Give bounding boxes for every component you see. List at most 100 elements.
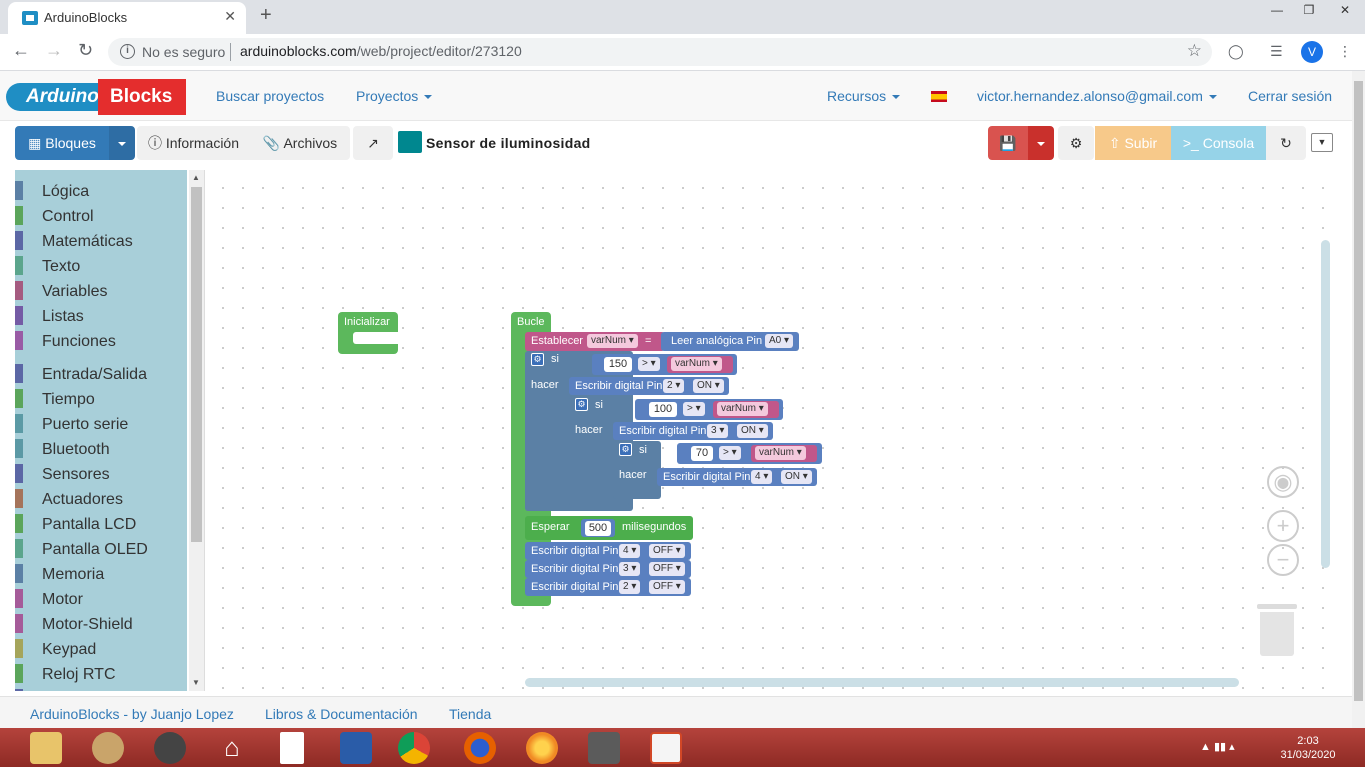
firefox-icon[interactable] [464,732,496,764]
media-controls-icon[interactable]: ☰ [1270,43,1283,59]
profile-avatar[interactable]: V [1301,41,1323,63]
set-variable-block[interactable]: Establecer varNum ▾ = [525,332,665,351]
analog-pin-dropdown[interactable]: A0 ▾ [765,334,794,348]
category-keypad[interactable]: Keypad [15,636,187,658]
categories-scrollbar[interactable]: ▲ ▼ [189,170,204,691]
if-block-3[interactable]: ⚙ si hacer [613,441,661,499]
category-puerto-serie[interactable]: Puerto serie [15,411,187,433]
variable-dropdown[interactable]: varNum ▾ [755,446,806,460]
blocks-button[interactable]: ▦ Bloques [15,126,109,160]
info-icon[interactable]: i [120,44,135,59]
address-bar[interactable]: i No es seguro arduinoblocks.com/web/pro… [108,38,1212,66]
settings-app-icon[interactable] [340,732,372,764]
blockly-workspace[interactable]: Inicializar Bucle Establecer varNum ▾ = … [204,170,1334,691]
operator-dropdown-1[interactable]: > ▾ [638,357,660,371]
logout-link[interactable]: Cerrar sesión [1248,88,1333,104]
workspace-horizontal-scrollbar[interactable] [525,678,1239,687]
center-workspace-icon[interactable]: ◉ [1267,466,1299,498]
window-close-icon[interactable]: ✕ [1339,3,1351,17]
share-button[interactable]: ↗ [353,126,393,160]
restore-icon[interactable]: ❐ [1303,3,1315,17]
browser-tab[interactable]: ArduinoBlocks ✕ [8,2,246,34]
state-dropdown[interactable]: ON ▾ [781,470,812,484]
browser-menu-icon[interactable]: ⋮ [1338,43,1352,59]
page-scrollbar-thumb[interactable] [1354,81,1363,701]
operator-dropdown-2[interactable]: > ▾ [683,402,705,416]
shop-link[interactable]: Tienda [449,706,492,722]
state-dropdown[interactable]: ON ▾ [693,379,724,393]
file-explorer-icon[interactable] [30,732,62,764]
resources-dropdown[interactable]: Recursos [827,88,901,104]
category-motor-shield[interactable]: Motor-Shield [15,611,187,633]
document-viewer-icon[interactable] [588,732,620,764]
trash-can-icon[interactable] [1257,600,1297,656]
minimize-icon[interactable]: — [1271,3,1283,17]
digital-write-block-pin2[interactable]: Escribir digital Pin 2 ▾ ON ▾ [569,377,729,395]
save-dropdown-toggle[interactable] [1028,126,1054,160]
scrollbar-thumb[interactable] [191,187,202,542]
spain-flag-icon[interactable] [931,91,947,102]
category-actuadores[interactable]: Actuadores [15,486,187,508]
document-icon[interactable] [280,732,304,764]
category-variables[interactable]: Variables [15,278,187,300]
bookmark-star-icon[interactable]: ☆ [1186,41,1202,60]
wait-block[interactable]: Esperar 500 milisegundos [525,516,693,540]
new-tab-button[interactable]: + [260,4,272,26]
category-bluetooth[interactable]: Bluetooth [15,436,187,458]
category-entrada-salida[interactable]: Entrada/Salida [15,361,187,383]
media-app-icon[interactable] [92,732,124,764]
system-clock[interactable]: 2:03 31/03/2020 [1280,735,1336,761]
category-motor[interactable]: Motor [15,586,187,608]
arduinoblocks-logo[interactable]: Arduino Blocks [6,79,186,115]
pin-dropdown[interactable]: 4 ▾ [751,470,773,484]
pin-dropdown[interactable]: 2 ▾ [619,580,641,594]
category-reloj-rtc[interactable]: Reloj RTC [15,661,187,683]
browser-app-icon[interactable] [526,732,558,764]
pin-dropdown[interactable]: 4 ▾ [619,544,641,558]
tab-close-icon[interactable]: ✕ [224,8,236,24]
blocks-dropdown-toggle[interactable] [109,126,135,160]
wait-ms-input[interactable]: 500 [585,521,611,536]
digital-write-off-pin3[interactable]: Escribir digital Pin 3 ▾ OFF ▾ [525,560,691,578]
settings-button[interactable]: ⚙ [1058,126,1094,160]
info-button[interactable]: ⓘ Información [137,126,250,160]
category-pantalla-lcd[interactable]: Pantalla LCD [15,511,187,533]
zoom-out-icon[interactable]: − [1267,544,1299,576]
operator-dropdown-3[interactable]: > ▾ [719,446,741,460]
variable-dropdown[interactable]: varNum ▾ [671,357,722,371]
category-listas[interactable]: Listas [15,303,187,325]
workspace-vertical-scrollbar[interactable] [1321,240,1330,568]
search-projects-link[interactable]: Buscar proyectos [216,88,325,104]
category-matemáticas[interactable]: Matemáticas [15,228,187,250]
zoom-in-icon[interactable]: + [1267,510,1299,542]
presentation-app-icon[interactable] [650,732,682,764]
system-tray[interactable]: ▲ ▮▮ ▴ [1200,741,1235,753]
category-control[interactable]: Control [15,203,187,225]
console-button[interactable]: >_ Consola [1171,126,1266,160]
category-lógica[interactable]: Lógica [15,178,187,200]
digital-write-block-pin3[interactable]: Escribir digital Pin 3 ▾ ON ▾ [613,422,773,440]
credit-link[interactable]: ArduinoBlocks - by Juanjo Lopez [30,706,234,722]
pin-dropdown[interactable]: 3 ▾ [707,424,729,438]
scroll-up-icon[interactable]: ▲ [192,173,200,182]
reload-icon[interactable]: ↻ [78,40,94,60]
variable-getter-1[interactable]: varNum ▾ [667,356,733,373]
threshold-input-1[interactable]: 150 [604,357,632,372]
more-options-dropdown[interactable]: ▼ [1311,133,1333,152]
digital-write-off-pin4[interactable]: Escribir digital Pin 4 ▾ OFF ▾ [525,542,691,560]
category-gps[interactable]: GPS [15,686,187,691]
pin-dropdown[interactable]: 3 ▾ [619,562,641,576]
url-text[interactable]: arduinoblocks.com/web/project/editor/273… [240,43,522,59]
threshold-input-3[interactable]: 70 [691,446,713,461]
forward-icon[interactable]: → [45,40,63,60]
gear-icon[interactable]: ⚙ [531,353,544,366]
back-icon[interactable]: ← [12,40,30,60]
variable-dropdown[interactable]: varNum ▾ [717,402,768,416]
state-dropdown[interactable]: OFF ▾ [649,544,685,558]
variable-getter-2[interactable]: varNum ▾ [713,401,779,418]
refresh-button[interactable]: ↻ [1266,126,1306,160]
digital-write-off-pin2[interactable]: Escribir digital Pin 2 ▾ OFF ▾ [525,578,691,596]
category-texto[interactable]: Texto [15,253,187,275]
home-icon[interactable]: ⌂ [224,732,240,762]
docs-link[interactable]: Libros & Documentación [265,706,418,722]
